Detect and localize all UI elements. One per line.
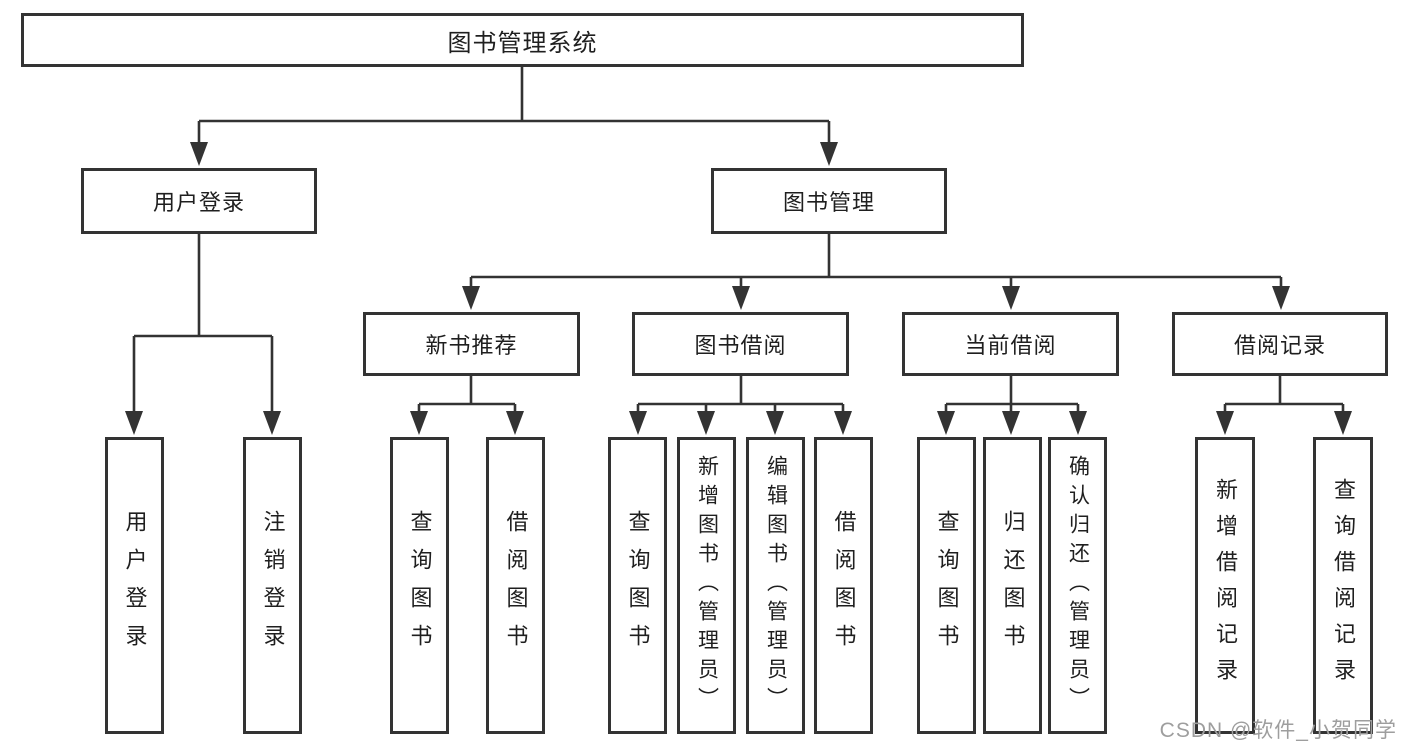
leaf-add-borrow-record: 新增借阅记录 — [1195, 437, 1255, 734]
csdn-watermark: CSDN @软件_小贺同学 — [1159, 719, 1397, 742]
connector-root-to-level2 — [197, 67, 831, 144]
leaf-label: 查询图书 — [934, 509, 960, 662]
node-label: 图书借阅 — [694, 333, 787, 358]
leaf-query-books-recommend: 查询图书 — [390, 437, 449, 734]
leaf-label: 用户登录 — [122, 509, 148, 662]
node-library-management-system: 图书管理系统 — [21, 13, 1024, 67]
leaf-label: 归还图书 — [1000, 509, 1026, 662]
node-label: 图书管理 — [782, 190, 875, 215]
connector-recommend-to-leaves — [417, 376, 517, 414]
leaf-borrow-books-borrow: 借阅图书 — [814, 437, 873, 734]
connector-records-to-leaves — [1223, 376, 1345, 414]
leaf-label: 查询借阅记录 — [1331, 477, 1356, 694]
node-label: 图书管理系统 — [447, 29, 598, 57]
node-label: 新书推荐 — [425, 333, 518, 358]
leaf-edit-book-admin: 编辑图书（管理员） — [746, 437, 805, 734]
connector-userlogin-to-leaves — [132, 234, 274, 414]
connector-bookmgmt-to-level3 — [469, 234, 1283, 289]
connector-current-to-leaves — [944, 376, 1080, 414]
node-borrow-records: 借阅记录 — [1172, 312, 1388, 376]
node-label: 当前借阅 — [964, 333, 1057, 358]
node-label: 借阅记录 — [1233, 333, 1326, 358]
leaf-logout: 注销登录 — [243, 437, 302, 734]
node-new-book-recommend: 新书推荐 — [363, 312, 580, 376]
leaf-label: 确认归还（管理员） — [1066, 455, 1090, 716]
leaf-label: 注销登录 — [260, 509, 286, 662]
node-user-login: 用户登录 — [81, 168, 317, 234]
node-label: 用户登录 — [152, 190, 245, 215]
leaf-label: 借阅图书 — [503, 509, 529, 662]
node-book-management: 图书管理 — [711, 168, 947, 234]
connector-borrow-to-leaves — [636, 376, 845, 414]
leaf-add-book-admin: 新增图书（管理员） — [677, 437, 736, 734]
leaf-label: 查询图书 — [625, 509, 651, 662]
leaf-query-books-current: 查询图书 — [917, 437, 976, 734]
leaf-label: 新增借阅记录 — [1213, 477, 1238, 694]
leaf-label: 查询图书 — [407, 509, 433, 662]
leaf-user-login: 用户登录 — [105, 437, 164, 734]
leaf-label: 借阅图书 — [831, 509, 857, 662]
leaf-query-books-borrow: 查询图书 — [608, 437, 667, 734]
node-book-borrow: 图书借阅 — [632, 312, 849, 376]
leaf-label: 新增图书（管理员） — [695, 455, 719, 716]
node-current-borrow: 当前借阅 — [902, 312, 1119, 376]
leaf-label: 编辑图书（管理员） — [764, 455, 788, 716]
leaf-return-book: 归还图书 — [983, 437, 1042, 734]
leaf-borrow-books-recommend: 借阅图书 — [486, 437, 545, 734]
leaf-query-borrow-record: 查询借阅记录 — [1313, 437, 1373, 734]
leaf-confirm-return-admin: 确认归还（管理员） — [1048, 437, 1107, 734]
